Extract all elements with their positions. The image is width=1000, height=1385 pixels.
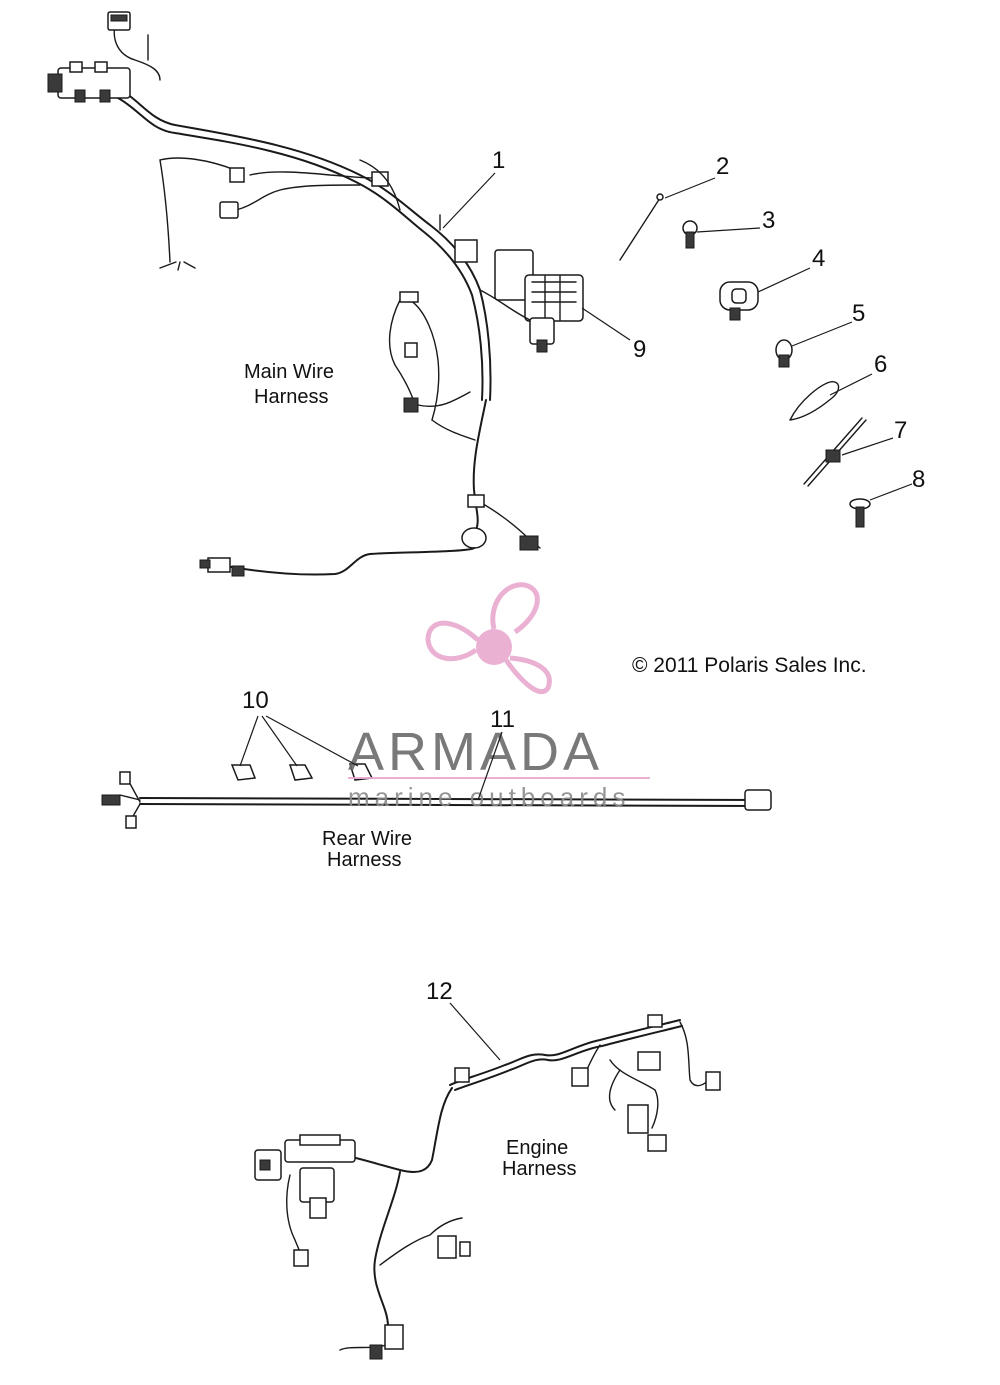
callout-5: 5 xyxy=(852,300,865,327)
rear-harness-label-line1: Rear Wire xyxy=(322,828,412,850)
callout-9: 9 xyxy=(633,336,646,363)
rear-harness-label-line2: Harness xyxy=(327,849,401,871)
callout-6: 6 xyxy=(874,351,887,378)
watermark-subtitle: marine outboards xyxy=(348,782,630,812)
callout-12: 12 xyxy=(426,978,453,1005)
leader-lines xyxy=(239,172,913,1061)
engine-harness-label-line1: Engine xyxy=(506,1137,568,1159)
rear-wire-harness xyxy=(101,763,772,829)
engine-harness-label-line2: Harness xyxy=(502,1158,576,1180)
callout-1: 1 xyxy=(492,147,505,174)
callout-8: 8 xyxy=(912,466,925,493)
main-wire-harness xyxy=(47,11,584,577)
callout-7: 7 xyxy=(894,417,907,444)
copyright-notice: © 2011 Polaris Sales Inc. xyxy=(632,654,867,677)
main-harness-label-line2: Harness xyxy=(254,386,328,408)
callout-4: 4 xyxy=(812,245,825,272)
clips-part-10 xyxy=(230,763,374,781)
callout-10: 10 xyxy=(242,687,269,714)
cable-tie-part-2 xyxy=(619,197,661,261)
push-clip-part-5 xyxy=(775,339,793,368)
callout-11: 11 xyxy=(490,706,515,733)
main-harness-label-line1: Main Wire xyxy=(244,361,334,383)
small-parts xyxy=(619,193,871,528)
watermark-title: ARMADA xyxy=(348,722,603,782)
grommet-part-4 xyxy=(719,281,759,321)
propeller-logo xyxy=(425,582,552,695)
clip-part-3 xyxy=(682,220,698,249)
watermark: ARMADA marine outboards xyxy=(348,582,650,812)
push-mount-tie-part-7 xyxy=(803,417,867,487)
callout-numbers: 1 2 3 4 5 6 7 8 9 10 11 12 xyxy=(242,147,925,1005)
harness-labels: Main Wire Harness Rear Wire Harness Engi… xyxy=(244,361,867,1180)
push-rivet-part-8 xyxy=(849,498,871,528)
loop-strap-part-6 xyxy=(789,381,840,421)
callout-3: 3 xyxy=(762,207,775,234)
callout-2: 2 xyxy=(716,153,729,180)
engine-harness xyxy=(254,1014,721,1360)
